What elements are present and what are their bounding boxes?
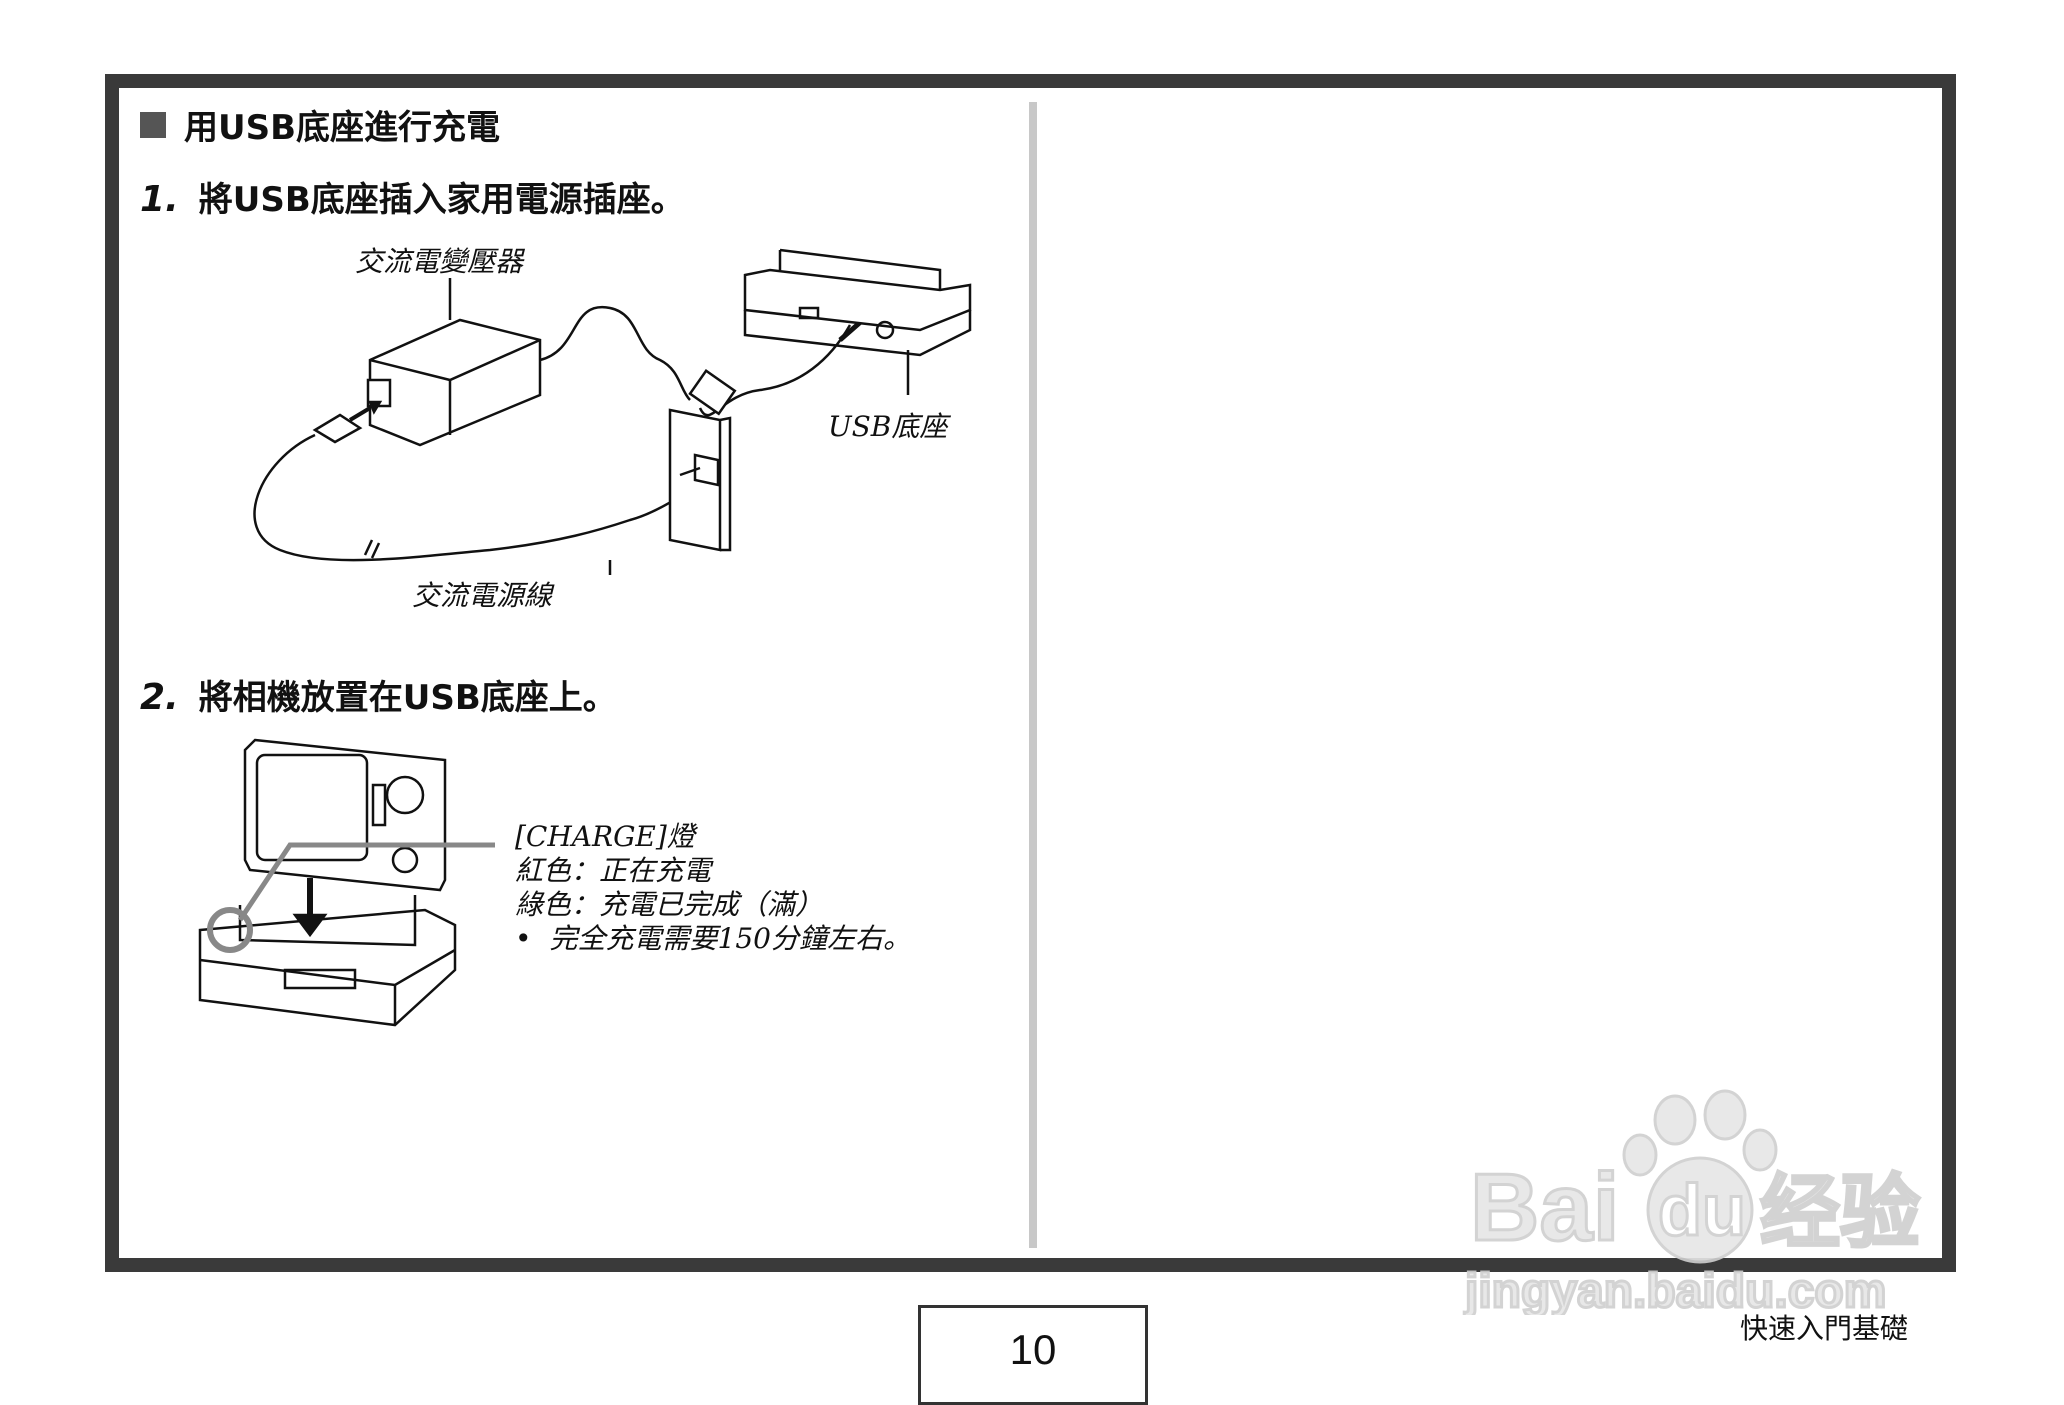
step-2: 2. 將相機放置在USB底座上。 — [140, 670, 617, 719]
camera-dock-illustration — [198, 738, 495, 1027]
charge-time-text: 完全充電需要150分鐘左右。 — [549, 922, 911, 955]
page-number-box: 10 — [918, 1305, 1148, 1405]
step-1-text: 將USB底座插入家用電源插座。 — [198, 180, 685, 220]
section-title-text: 用USB底座進行充電 — [184, 108, 501, 148]
svg-text:经验: 经验 — [1760, 1166, 1920, 1259]
baidu-watermark-logo: Bai du 经验 jingyan.baidu.com — [1463, 1089, 1922, 1315]
svg-text:Bai: Bai — [1470, 1154, 1619, 1261]
section-footer: 快速入門基礎 — [1740, 1312, 1909, 1345]
charge-lamp-callout: [CHARGE]燈 紅色：正在充電 綠色：充電已完成（滿） • 完全充電需要150… — [515, 820, 911, 956]
charge-red-status: 紅色：正在充電 — [515, 854, 712, 887]
page-number: 10 — [1009, 1326, 1057, 1373]
charge-time-note: • 完全充電需要150分鐘左右。 — [515, 922, 911, 956]
step-2-text: 將相機放置在USB底座上。 — [198, 678, 617, 718]
step-1-number: 1. — [140, 179, 179, 220]
cord-label: 交流電源線 — [412, 579, 553, 612]
step-1: 1. 將USB底座插入家用電源插座。 — [140, 172, 685, 221]
charge-green-status: 綠色：充電已完成（滿） — [515, 888, 824, 921]
adapter-label: 交流電變壓器 — [355, 245, 524, 278]
svg-text:du: du — [1658, 1171, 1746, 1251]
dock-label: USB底座 — [828, 410, 948, 443]
charging-setup-illustration — [253, 248, 972, 575]
step-2-number: 2. — [140, 677, 179, 718]
bullet-icon: • — [515, 922, 532, 955]
square-bullet-icon — [140, 111, 166, 138]
column-divider — [1029, 102, 1037, 1248]
charge-lamp-title: [CHARGE]燈 — [515, 820, 695, 853]
section-title: 用USB底座進行充電 — [140, 100, 500, 149]
svg-text:jingyan.baidu.com: jingyan.baidu.com — [1464, 1265, 1886, 1315]
